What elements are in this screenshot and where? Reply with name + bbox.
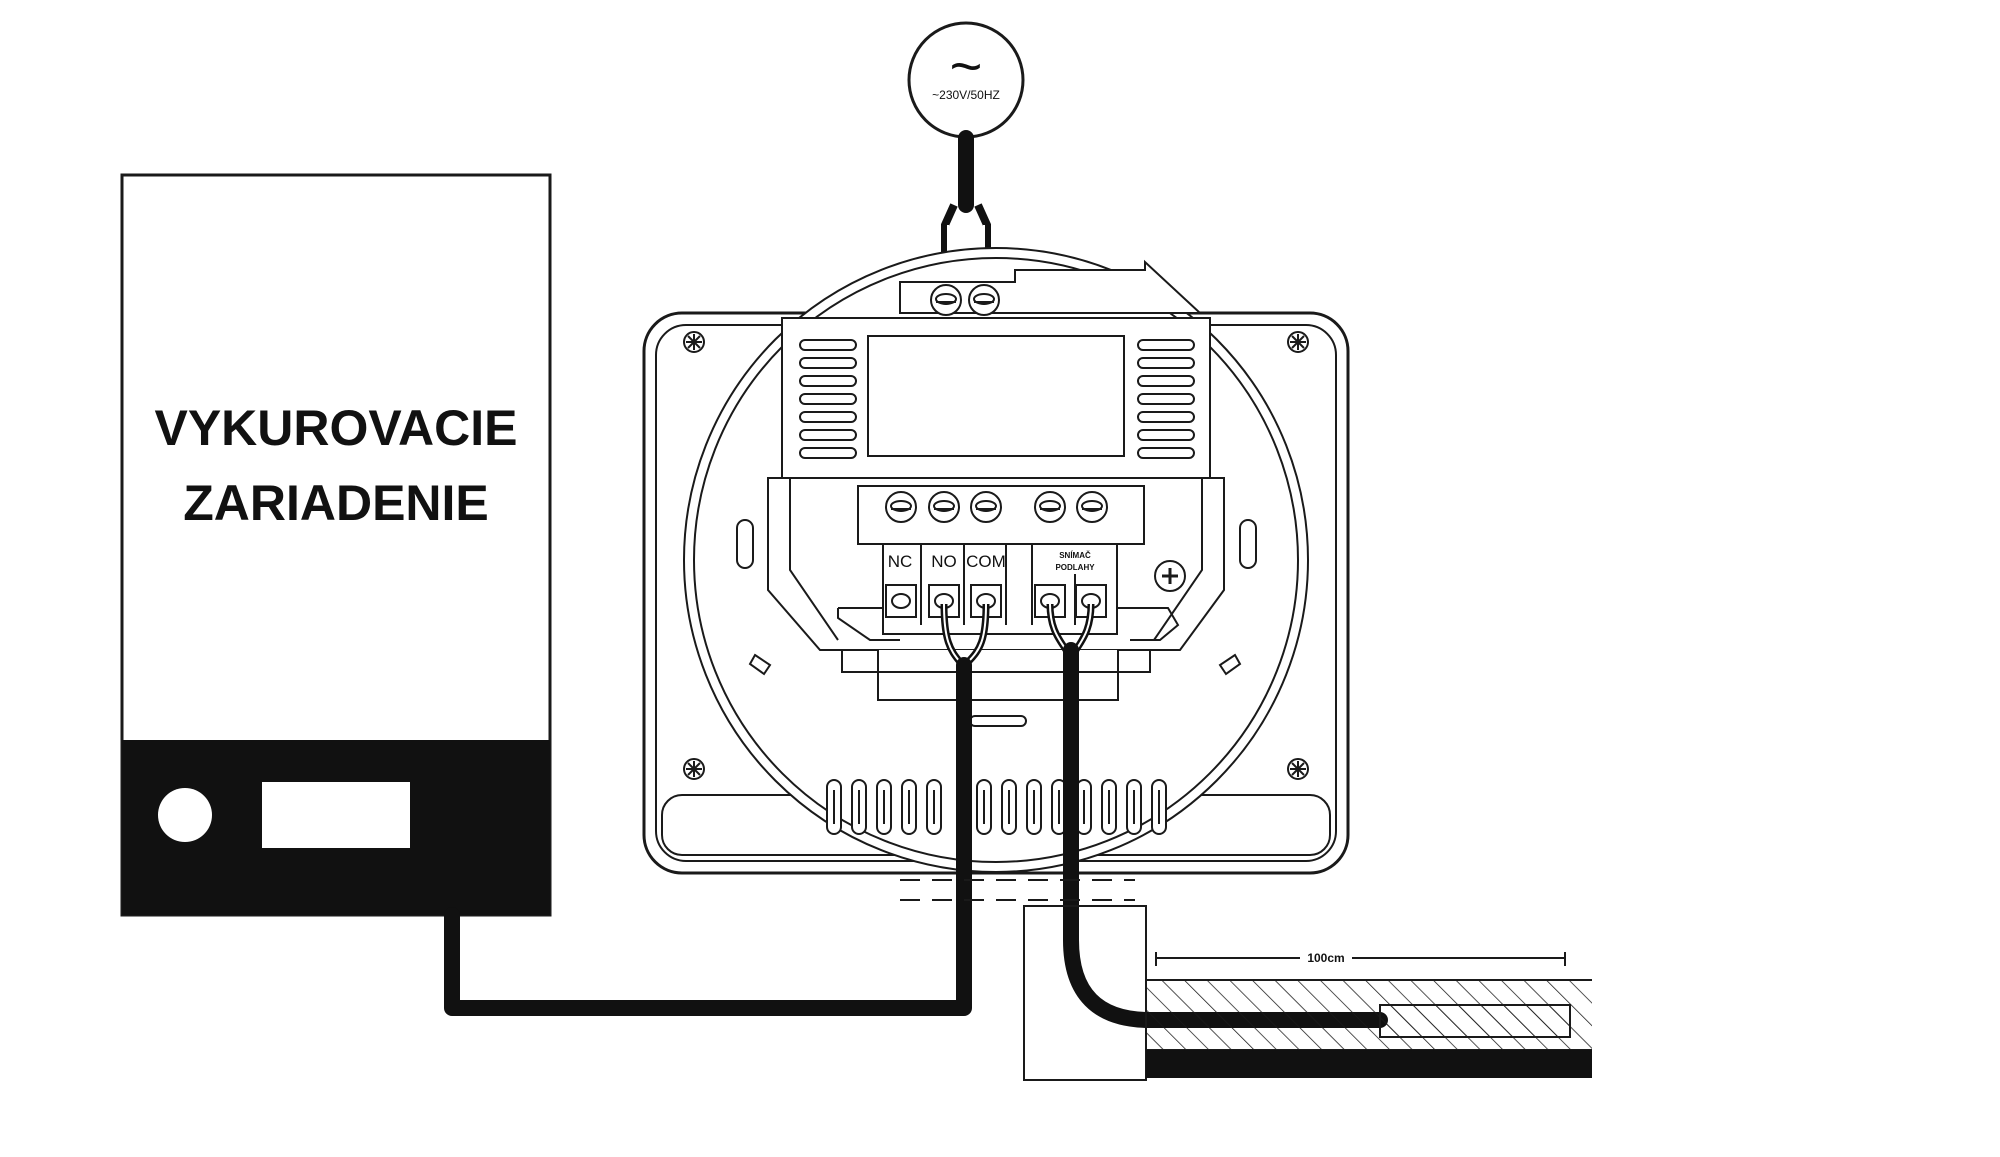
terminal-label-nc: NC — [888, 552, 913, 571]
sensor-wires — [1046, 603, 1388, 1028]
conduit-box — [1023, 905, 1147, 1081]
power-source-label: ~230V/50HZ — [932, 88, 1000, 102]
sensor-length-label: 100cm — [1307, 951, 1344, 965]
heating-device-title-line2: ZARIADENIE — [183, 475, 489, 531]
boiler-indicator-light — [158, 788, 212, 842]
heating-device-title-line1: VYKUROVACIE — [154, 400, 517, 456]
wall-cutout — [900, 879, 1135, 901]
terminal-label-no: NO — [931, 552, 957, 571]
heating-device: VYKUROVACIE ZARIADENIE — [120, 173, 552, 917]
ground-terminal-icon — [1154, 560, 1186, 592]
boiler-display — [262, 782, 410, 848]
terminal-label-com: COM — [966, 552, 1006, 571]
ac-symbol-icon: ~ — [950, 34, 983, 97]
floor-section: 100cm — [1146, 951, 1592, 1078]
relay-wires — [444, 603, 990, 1016]
terminal-label-sensor-line1: SNÍMAČ — [1059, 551, 1091, 560]
thermostat-back: NC NO COM SNÍMAČ PODLAHY — [642, 247, 1350, 875]
power-source: ~ ~230V/50HZ — [907, 21, 1025, 139]
terminal-label-sensor-line2: PODLAHY — [1055, 563, 1095, 572]
